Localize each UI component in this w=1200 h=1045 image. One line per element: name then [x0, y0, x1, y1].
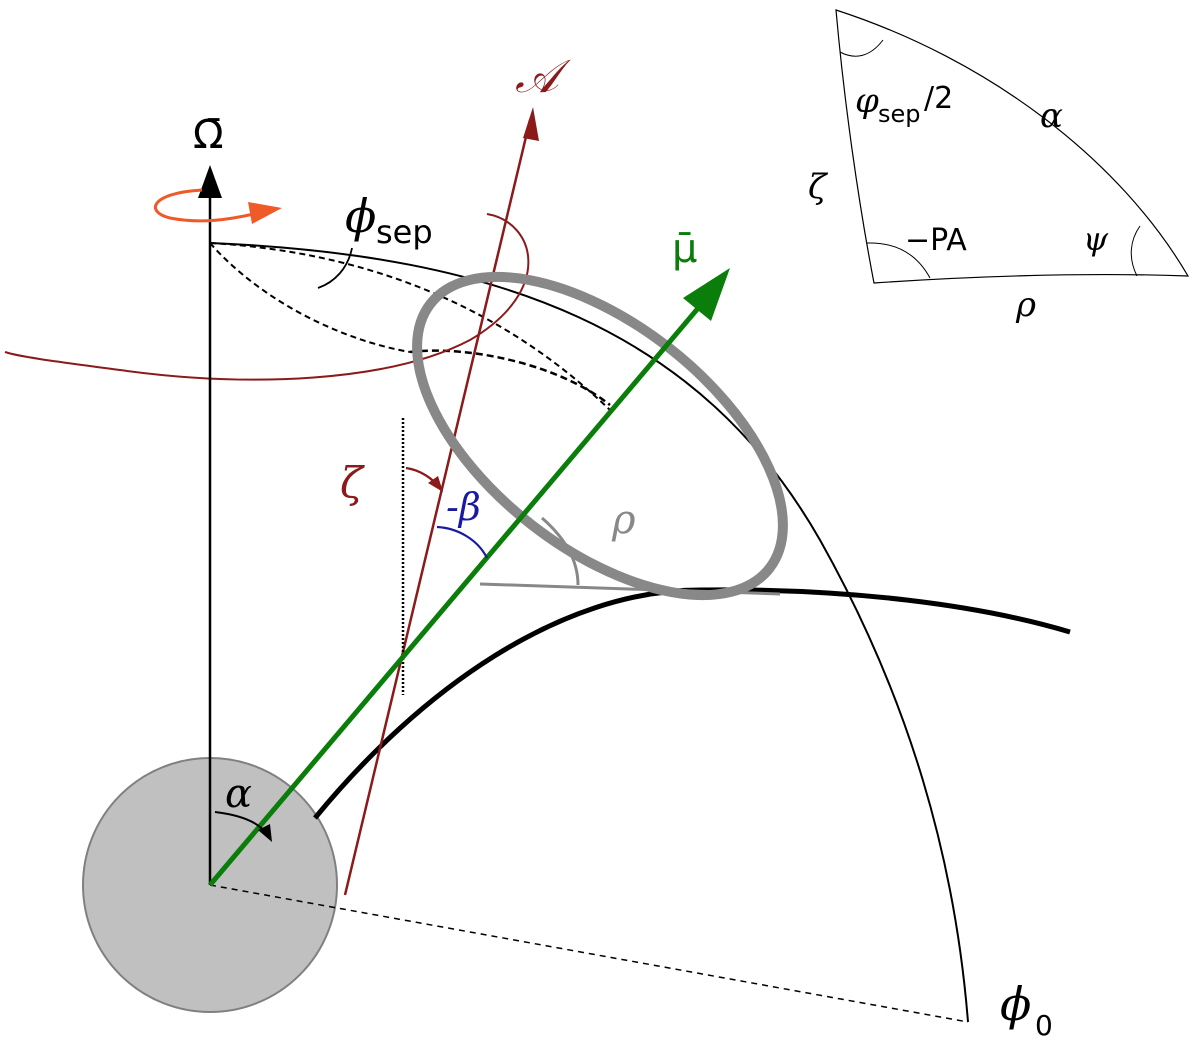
rho-label: ρ: [611, 497, 636, 543]
alpha-angle-arrowhead: [258, 824, 272, 842]
phi-sep-subscript: sep: [376, 213, 433, 251]
line-of-sight-arrowhead: [523, 107, 539, 141]
zeta-angle-arrowhead: [428, 476, 443, 492]
dashed-arc-lower: [209, 242, 411, 353]
dashed-baseline: [209, 884, 969, 1023]
great-circle-arc: [209, 242, 969, 1023]
phi-zero-label: ϕ: [1000, 977, 1031, 1031]
inset-varphi-subscript: sep: [878, 100, 921, 128]
inset-rho-label: ρ: [1015, 285, 1036, 325]
inset-triangle-outline: [835, 9, 1190, 284]
rho-angle-arc: [541, 516, 580, 586]
inset-varphi-label: φ: [855, 81, 879, 121]
spin-axis-arrowhead: [198, 165, 222, 198]
inset-right-angle-arc: [1130, 225, 1141, 277]
beta-angle-arc: [436, 525, 488, 559]
inset-alpha-label: α: [1040, 96, 1063, 136]
rotation-arrowhead: [248, 202, 282, 224]
omega-bar-label: Ω̄: [193, 112, 224, 158]
los-rotation-loop: [4, 213, 530, 381]
dashed-arc-rim: [409, 349, 611, 406]
inset-top-angle-arc: [839, 39, 884, 57]
line-of-sight: [343, 119, 532, 896]
inset-minus-pa-label: −PA: [905, 223, 967, 258]
inset-half-label: /2: [924, 81, 953, 116]
phi-sep-angle-arc: [317, 247, 353, 289]
phi-zero-subscript: 0: [1035, 1009, 1053, 1042]
mu-bar-label: μ̄: [672, 226, 697, 272]
magnetic-axis-arrowhead: [683, 268, 730, 321]
script-a-label: 𝒜: [515, 49, 571, 103]
minus-beta-label: -β: [446, 485, 481, 529]
alpha-label: α: [225, 771, 252, 817]
dashed-arc-upper: [209, 242, 611, 411]
inset-left-angle-arc: [866, 242, 931, 279]
spherical-triangle-inset: φ sep /2 α ζ −PA ψ ρ: [808, 9, 1190, 325]
rotation-arrow: [154, 188, 263, 223]
magnetic-axis: [208, 298, 707, 887]
inset-zeta-label: ζ: [808, 167, 829, 207]
emission-cone-ring: [412, 271, 788, 601]
phi-sep-label: ϕ: [345, 189, 376, 243]
zeta-label: ζ: [340, 458, 365, 507]
inset-psi-label: ψ: [1083, 220, 1109, 258]
rho-radius-line: [479, 582, 781, 596]
